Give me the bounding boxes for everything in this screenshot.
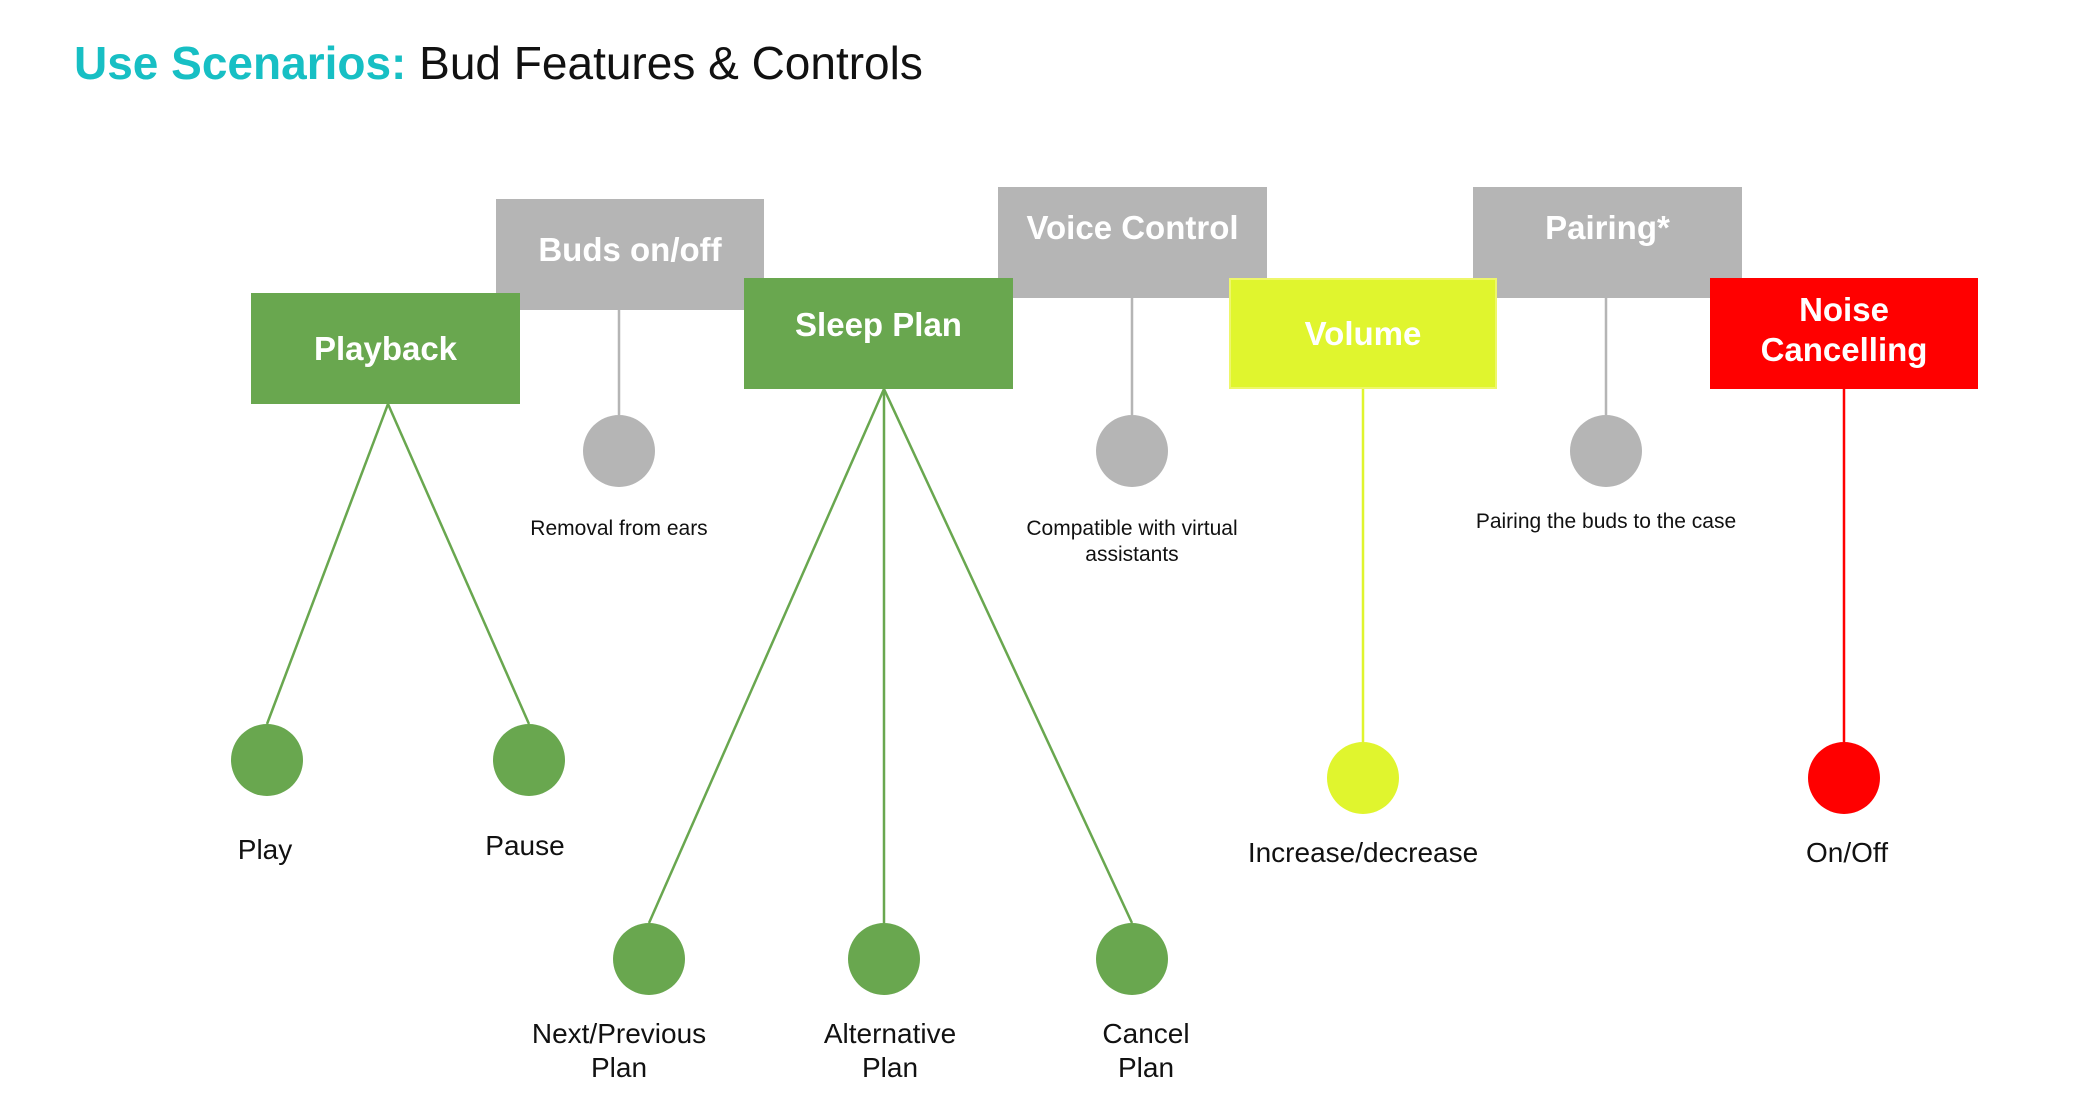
node-voice xyxy=(1096,415,1168,487)
feature-label: Buds on/off xyxy=(538,230,722,268)
node-pause xyxy=(493,724,565,796)
link-sleep-next xyxy=(647,388,886,924)
link-playback-pause xyxy=(386,403,531,725)
label-line: Compatible with virtual xyxy=(1026,517,1238,540)
label-volume-desc: Increase/decrease xyxy=(1247,837,1479,868)
label-line: Alternative xyxy=(823,1018,957,1049)
label-line: Plan xyxy=(861,1052,919,1083)
label-removal: Removal from ears xyxy=(530,517,708,540)
feature-playback: Playback xyxy=(251,293,520,404)
feature-label: Cancelling xyxy=(1760,330,1928,368)
feature-buds-on-off: Buds on/off xyxy=(496,199,764,310)
feature-sleep-plan: Sleep Plan xyxy=(744,278,1013,389)
node-volume xyxy=(1327,742,1399,814)
node-buds xyxy=(583,415,655,487)
label-line: Next/Previous xyxy=(531,1018,707,1049)
label-line: assistants xyxy=(1085,543,1179,566)
node-alternative xyxy=(848,923,920,995)
label-line: Plan xyxy=(590,1052,648,1083)
node-pairing xyxy=(1570,415,1642,487)
node-play xyxy=(231,724,303,796)
link-playback-play xyxy=(265,403,390,725)
feature-pairing: Pairing* xyxy=(1473,187,1742,298)
node-next-previous xyxy=(613,923,685,995)
label-play: Play xyxy=(237,834,293,865)
node-noise xyxy=(1808,742,1880,814)
feature-label: Playback xyxy=(313,329,458,367)
label-voice-desc: Compatible with virtual assistants xyxy=(1026,516,1237,568)
link-sleep-cancel xyxy=(882,388,1134,924)
feature-label: Sleep Plan xyxy=(795,305,962,343)
label-line: Plan xyxy=(1117,1052,1175,1083)
feature-volume: Volume xyxy=(1229,278,1497,389)
title-accent: Use Scenarios: xyxy=(74,37,407,89)
feature-label: Voice Control xyxy=(1026,208,1239,246)
label-line: Cancel xyxy=(1102,1018,1190,1049)
title-rest: Bud Features & Controls xyxy=(406,37,923,89)
label-pairing-desc: Pairing the buds to the case xyxy=(1475,510,1737,533)
feature-label: Volume xyxy=(1304,314,1422,352)
feature-label: Pairing* xyxy=(1545,208,1670,246)
page-title: Use Scenarios: Bud Features & Controls xyxy=(74,36,923,90)
feature-label: Noise xyxy=(1799,290,1889,328)
node-cancel xyxy=(1096,923,1168,995)
label-noise-desc: On/Off xyxy=(1806,837,1888,868)
label-pause: Pause xyxy=(485,830,565,861)
feature-voice-control: Voice Control xyxy=(998,187,1267,298)
